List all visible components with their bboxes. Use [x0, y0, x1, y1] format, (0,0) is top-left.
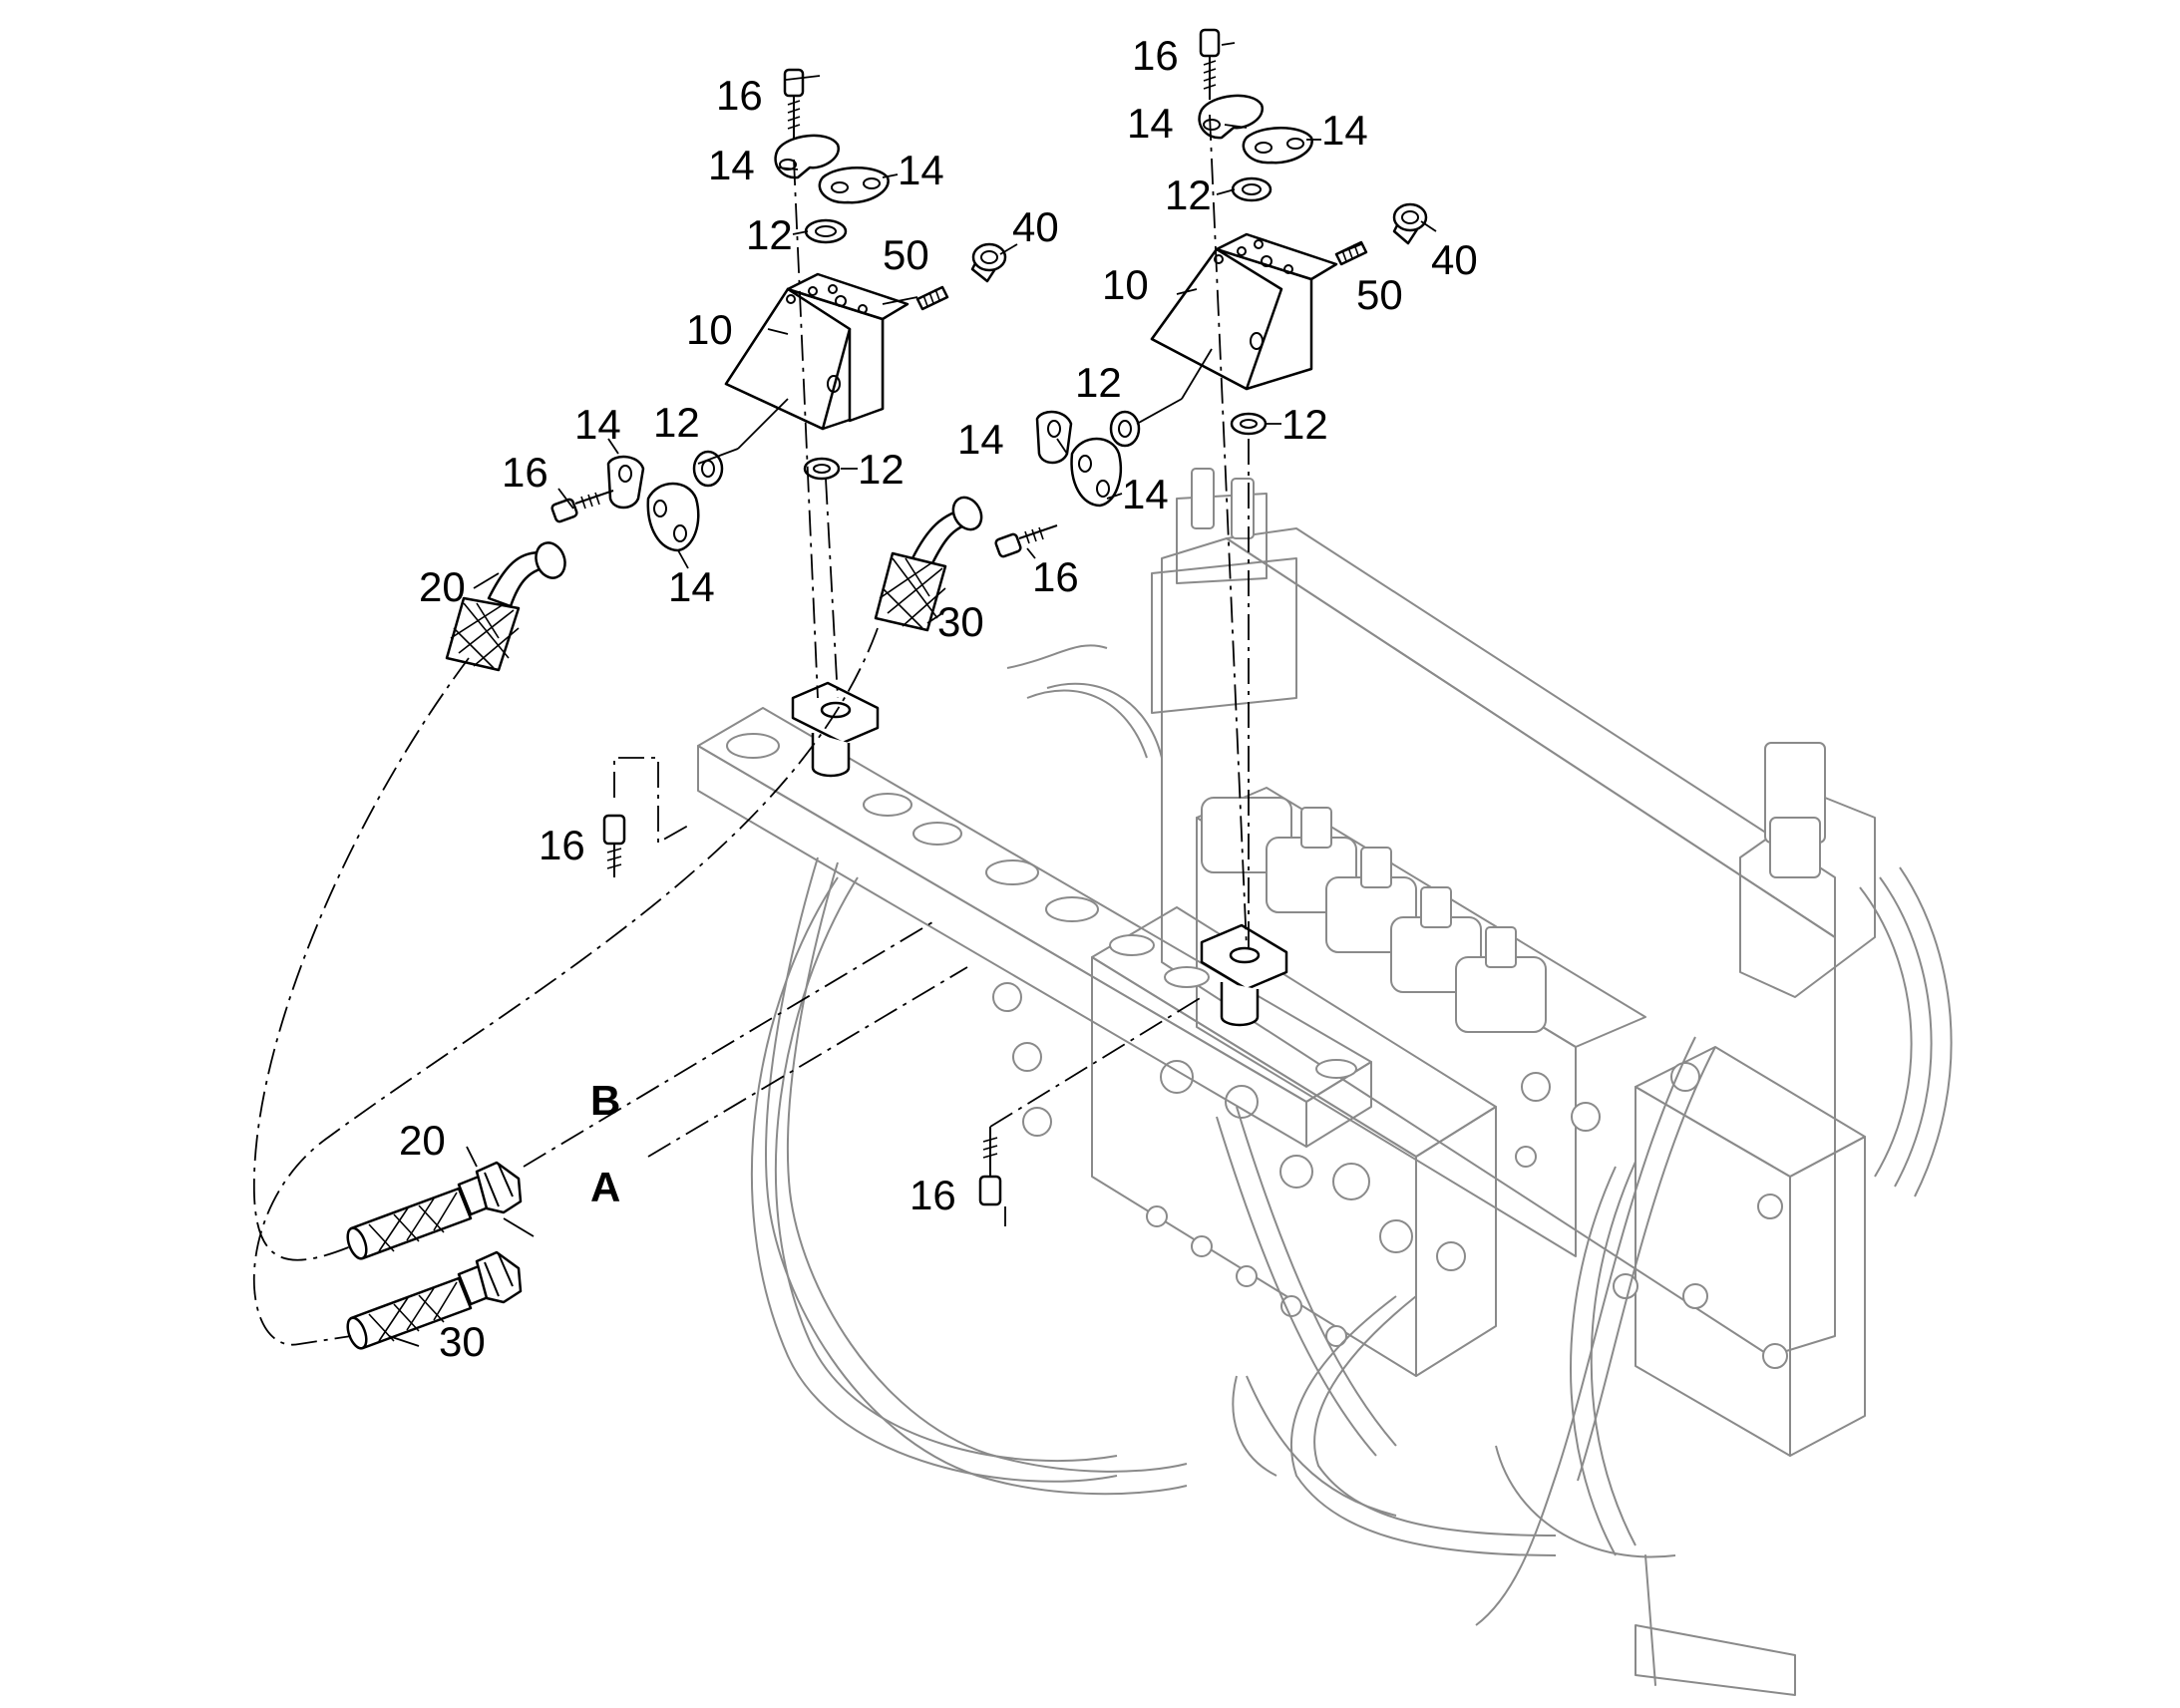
- callout-bolt-manifold-left: 16: [539, 822, 585, 868]
- callout-seal-right-top: 12: [1165, 171, 1212, 218]
- clamp-half-right-side-a: [1035, 410, 1073, 465]
- bolt-right-top: [1199, 28, 1221, 100]
- clamp-half-left-side-b: [646, 482, 700, 552]
- manifold-port-left: [791, 681, 880, 778]
- callout-clamp-left-side-a: 14: [574, 401, 621, 448]
- callout-bolt-right-side: 16: [1032, 553, 1079, 600]
- seal-ring-left-top: [804, 218, 848, 244]
- valve-block-left: [724, 272, 909, 431]
- callout-hose-20-lower: 20: [399, 1117, 446, 1164]
- clamp-half-left-top-b: [818, 167, 890, 204]
- callout-clamp-left-side-b: 14: [668, 563, 715, 610]
- callout-hose-20-upper: 20: [419, 563, 466, 610]
- callout-clamp-left-top-a: 14: [708, 142, 755, 188]
- callout-seal-right-side: 12: [1075, 359, 1122, 406]
- clamp-half-left-side-a: [606, 455, 645, 510]
- callout-clamp-right-side-a: 14: [957, 416, 1004, 463]
- seal-ring-right-side: [1109, 410, 1141, 448]
- callout-hose-30-lower: 30: [439, 1318, 486, 1365]
- callout-seal-right-bottom: 12: [1281, 401, 1328, 448]
- clamp-half-left-top-a: [774, 134, 841, 179]
- bolt-left-top: [783, 68, 805, 140]
- manifold-bar: [697, 707, 1372, 1496]
- assembly-centerlines: [252, 114, 1250, 1346]
- valve-block-right: [1150, 232, 1338, 391]
- callout-bolt-manifold-right: 16: [909, 1172, 956, 1218]
- bolt-manifold-left: [602, 814, 626, 877]
- hose-30-lower: [346, 1250, 523, 1350]
- callout-seal-left-bottom: 12: [858, 446, 905, 493]
- bolt-right-side: [994, 524, 1058, 558]
- seal-ring-left-bottom: [803, 457, 841, 481]
- manifold-port-right: [1200, 923, 1288, 1027]
- plug-left: [970, 242, 1007, 283]
- callout-bolt-left-side: 16: [502, 449, 548, 496]
- callout-leaders: [388, 42, 1437, 1347]
- seal-ring-right-bottom: [1230, 412, 1268, 436]
- callout-bolt-left-top: 16: [716, 72, 763, 119]
- callout-labels: 16 14 14 12 50 40 10 16 14 14 12 10 40 5…: [399, 32, 1478, 1365]
- callout-port-a: A: [590, 1164, 620, 1210]
- callout-seal-left-side: 12: [653, 399, 700, 446]
- callout-port-b: B: [590, 1077, 620, 1124]
- control-valve-assembly: [750, 468, 1953, 1696]
- callout-seal-left-top: 12: [746, 211, 793, 258]
- callout-set-screw-right: 50: [1356, 271, 1403, 318]
- callout-plug-left: 40: [1012, 203, 1059, 250]
- hose-20-upper-fitting: [445, 541, 566, 672]
- callout-set-screw-left: 50: [883, 231, 929, 278]
- set-screw-left: [915, 285, 949, 311]
- callout-bolt-right-top: 16: [1132, 32, 1179, 79]
- hose-30-upper-fitting: [874, 496, 983, 632]
- bolt-manifold-right: [978, 1127, 1002, 1206]
- callout-clamp-right-top-b: 14: [1321, 107, 1368, 154]
- callout-valve-block-right: 10: [1102, 261, 1149, 308]
- plug-right: [1392, 202, 1428, 245]
- clamp-half-right-top-b: [1242, 127, 1313, 165]
- callout-clamp-right-top-a: 14: [1127, 100, 1174, 147]
- callout-hose-30-upper: 30: [937, 598, 984, 645]
- clamp-half-right-side-b: [1070, 437, 1122, 508]
- hose-20-lower: [346, 1161, 523, 1260]
- clamp-half-right-top-a: [1198, 94, 1265, 140]
- set-screw-right: [1334, 240, 1368, 266]
- callout-plug-right: 40: [1431, 236, 1478, 283]
- bolt-left-side: [550, 490, 614, 523]
- seal-ring-right-top: [1231, 176, 1272, 202]
- callout-valve-block-left: 10: [686, 306, 733, 353]
- callout-clamp-right-side-b: 14: [1122, 471, 1169, 517]
- callout-clamp-left-top-b: 14: [898, 147, 944, 193]
